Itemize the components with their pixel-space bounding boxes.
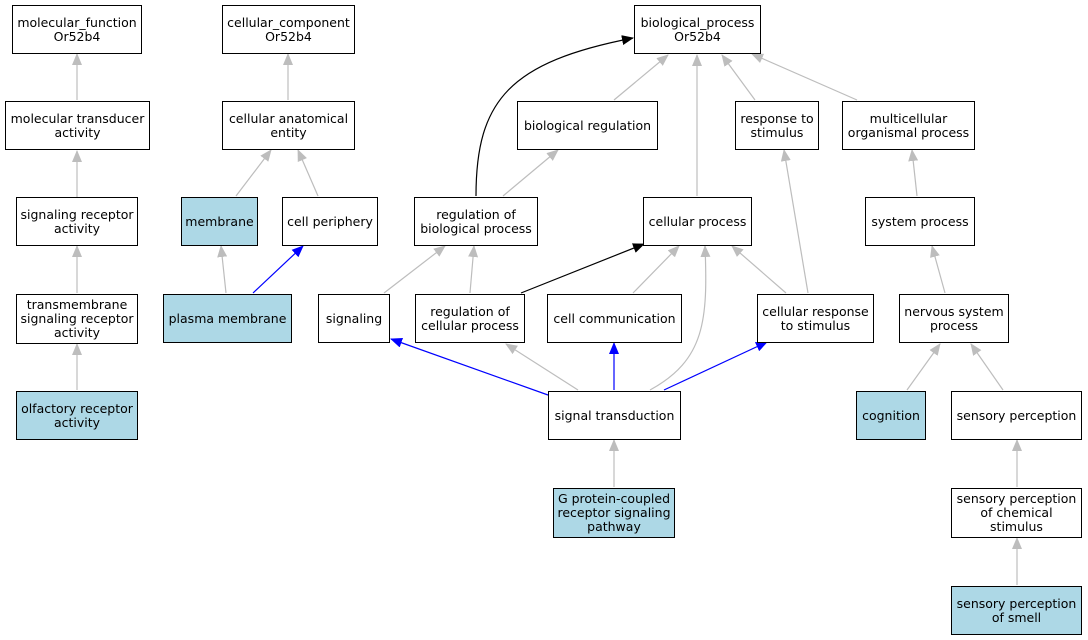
edge-regulation-cellular-to-regulation-biological [468, 245, 479, 294]
edge-system-process-to-multicellular [908, 149, 919, 197]
edge-cognition-to-nervous-system [906, 343, 941, 391]
node-biological-regulation: biological regulation [517, 101, 658, 150]
node-membrane: membrane [181, 197, 258, 246]
node-plasma-membrane: plasma membrane [163, 294, 292, 343]
edge-cellular-response-to-cellular-process [731, 245, 787, 294]
node-cell-communication: cell communication [547, 294, 682, 343]
edge-sensory-perception-to-nervous-system [970, 343, 1004, 391]
edge-plasma-membrane-to-membrane [217, 245, 228, 294]
edge-plasma-membrane-to-cell-periphery [252, 245, 304, 294]
node-system-process: system process [865, 197, 975, 246]
node-cellular-anatomical-entity: cellular anatomical entity [222, 101, 355, 150]
node-cell-periphery: cell periphery [282, 197, 378, 246]
node-cellular-response-to-stimulus: cellular response to stimulus [757, 294, 874, 343]
node-signal-transduction: signal transduction [548, 391, 681, 440]
node-biological-process: biological_process Or52b4 [634, 5, 761, 54]
node-sensory-perception-of-chemical-stimulus: sensory perception of chemical stimulus [951, 488, 1082, 538]
node-cognition: cognition [856, 391, 926, 440]
edge-signal-transduction-to-regulation-cellular [505, 343, 579, 391]
edge-signal-transduction-to-cellular-response [663, 341, 768, 391]
node-transmembrane-signaling-receptor-activity: transmembrane signaling receptor activit… [16, 294, 138, 344]
edge-multicellular-to-biological-process [751, 53, 858, 101]
edge-regulation-biological-to-biological-process [475, 35, 634, 197]
edge-biological-regulation-to-biological-process [613, 54, 669, 101]
node-gpcr-signaling-pathway: G protein-coupled receptor signaling pat… [553, 488, 675, 538]
node-sensory-perception-of-smell: sensory perception of smell [951, 586, 1082, 635]
node-molecular-transducer-activity: molecular transducer activity [5, 101, 150, 150]
edge-response-to-stimulus-to-biological-process [721, 54, 756, 101]
edge-signal-transduction-to-signaling [390, 337, 549, 396]
node-cellular-component: cellular_component Or52b4 [222, 5, 355, 54]
node-olfactory-receptor-activity: olfactory receptor activity [16, 391, 138, 440]
edge-nervous-system-to-system-process [930, 245, 946, 294]
edge-membrane-to-cellular-anatomical [235, 149, 272, 197]
edge-cellular-response-to-response-to-stimulus [780, 149, 809, 294]
edge-regulation-biological-to-biological-regulation [502, 149, 559, 197]
node-molecular-function: molecular_function Or52b4 [12, 5, 142, 54]
edge-cell-communication-to-cellular-process [632, 245, 680, 294]
edge-cell-periphery-to-cellular-anatomical [297, 149, 319, 197]
edge-signal-transduction-to-cellular-process [649, 245, 711, 391]
node-multicellular-organismal-process: multicellular organismal process [842, 101, 975, 150]
node-nervous-system-process: nervous system process [899, 294, 1009, 343]
node-signaling: signaling [318, 294, 390, 343]
edge-regulation-cellular-to-cellular-process [520, 243, 645, 294]
node-sensory-perception: sensory perception [951, 391, 1082, 440]
node-cellular-process: cellular process [643, 197, 752, 246]
node-signaling-receptor-activity: signaling receptor activity [16, 197, 138, 246]
edge-signaling-to-regulation-biological [383, 245, 446, 294]
node-regulation-of-cellular-process: regulation of cellular process [415, 294, 525, 343]
node-regulation-of-biological-process: regulation of biological process [414, 197, 538, 246]
node-response-to-stimulus: response to stimulus [735, 101, 819, 150]
